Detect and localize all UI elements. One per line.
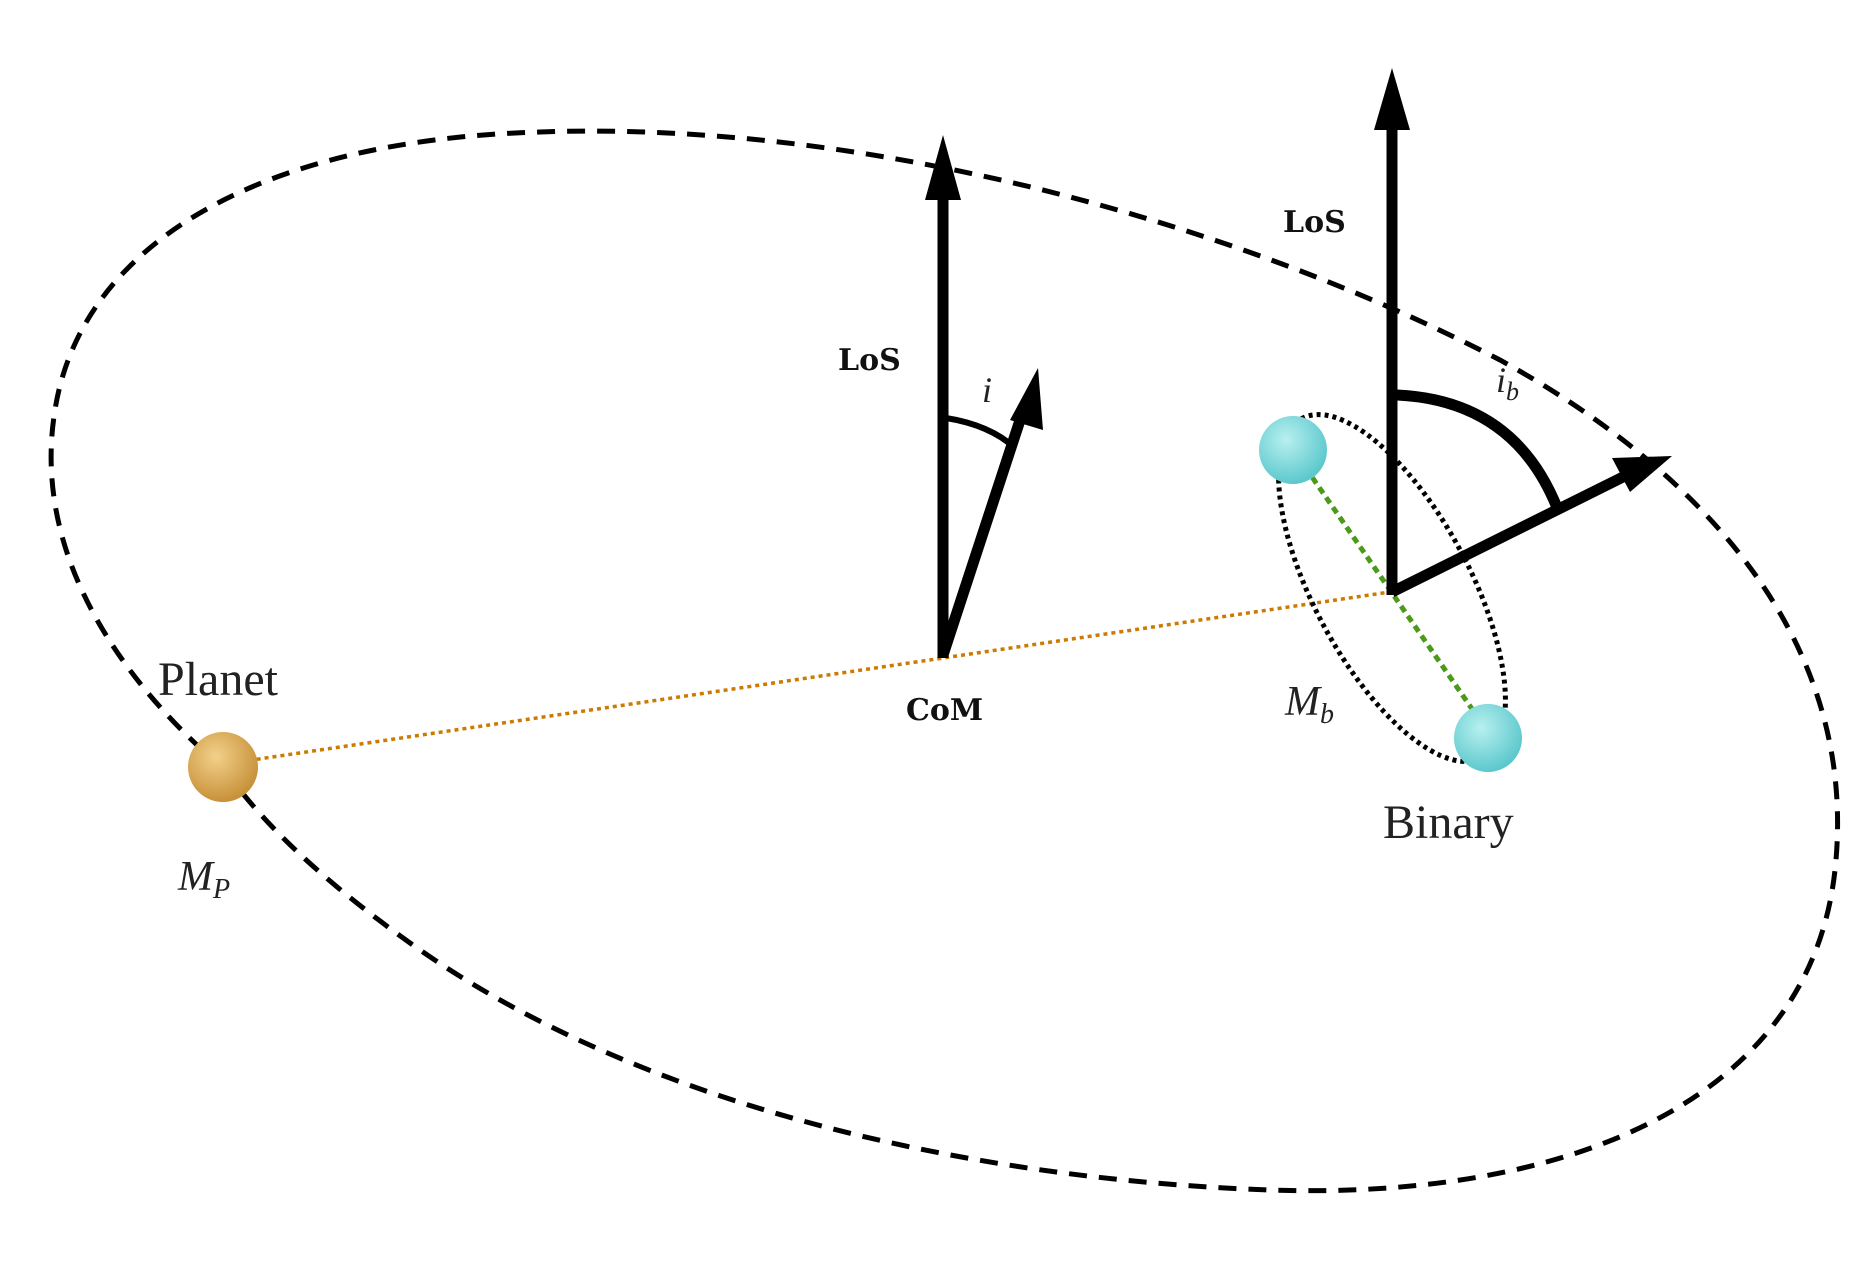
los-label-binary: LoS [1283,205,1346,240]
binary-los-arrow [1374,68,1410,595]
inclination-label-binary: ib [1496,360,1519,406]
binary-mass-label: Mb [1284,679,1334,730]
binary-inclination-arc [1395,389,1564,513]
binary-star-a [1259,416,1327,484]
com-label: CoM [906,693,983,728]
binary-star-b [1454,704,1522,772]
com-normal-arrow [937,368,1043,657]
binary-normal-arrow [1389,456,1672,597]
inclination-label-com: i [982,370,992,410]
los-label-com: LoS [838,343,901,378]
com-los-arrow [925,135,961,658]
planet-label: Planet [158,653,279,706]
outer-orbit [48,128,1841,1194]
binary-label: Binary [1383,796,1514,849]
com-inclination-arc [945,415,1018,451]
planet-com-line [224,590,1391,766]
planet-mass-label: MP [177,854,230,905]
planet [188,732,258,802]
